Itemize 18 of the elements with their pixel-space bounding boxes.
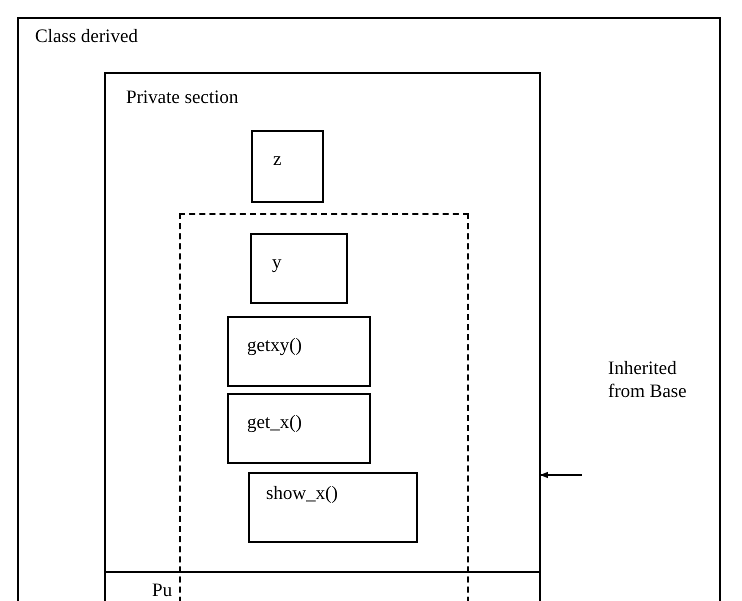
member-label: get_x() (247, 413, 302, 434)
section-heading: Private section (126, 88, 238, 109)
section-heading: Class derived (35, 27, 138, 48)
section-box (104, 72, 541, 573)
member-box (250, 233, 348, 304)
member-label: getxy() (247, 336, 302, 357)
annotation-text: Inherited from Base (608, 358, 688, 404)
arrow (540, 472, 582, 478)
member-box (227, 393, 371, 464)
member-label: show_x() (266, 484, 338, 505)
dashed-region (179, 213, 469, 601)
member-label: y (272, 253, 282, 274)
section-heading: Pu (152, 581, 172, 601)
member-label: z (273, 150, 282, 171)
member-box (227, 316, 371, 387)
class-box (17, 17, 721, 601)
member-box (251, 130, 324, 203)
member-box (248, 472, 418, 543)
